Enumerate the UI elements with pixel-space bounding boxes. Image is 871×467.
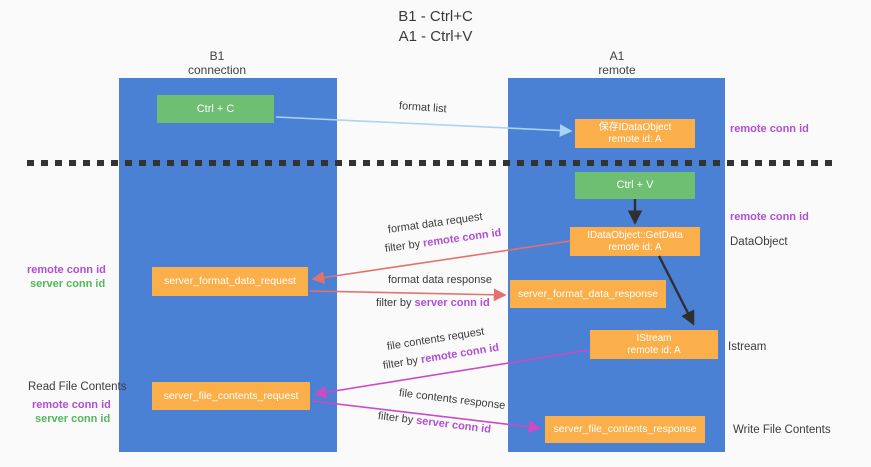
save-idataobject-line2: remote id: A	[608, 133, 662, 145]
getdata-line2: remote id: A	[608, 241, 662, 253]
title-line-2: A1 - Ctrl+V	[398, 28, 473, 45]
server-file-contents-response-box: server_file_contents_response	[545, 416, 705, 443]
left-remote-conn-id-label-1: remote conn id	[27, 264, 106, 276]
format-list-label: format list	[398, 100, 447, 116]
title-line-1: B1 - Ctrl+C	[398, 8, 473, 25]
server-conn-id-highlight: server conn id	[414, 297, 490, 309]
dataobject-label: DataObject	[730, 236, 788, 248]
filter-prefix: filter by	[376, 297, 415, 309]
idataobject-getdata-box: IDataObject::GetData remote id: A	[570, 227, 700, 256]
server-file-contents-request-label: server_file_contents_request	[163, 389, 299, 402]
getdata-line1: IDataObject::GetData	[587, 229, 683, 241]
istream-side-label: Istream	[728, 341, 767, 353]
left-remote-conn-id-label-2: remote conn id	[32, 399, 111, 411]
right-column-header: A1 remote	[547, 49, 687, 77]
filter-by-server-conn-id-label-1: filter by server conn id	[376, 297, 490, 309]
istream-box: IStream remote id: A	[590, 330, 718, 359]
format-data-response-arrow	[309, 288, 507, 302]
ctrl-c-box: Ctrl + C	[157, 95, 274, 123]
filter-prefix: filter by	[384, 237, 424, 255]
left-column-role: connection	[187, 63, 247, 77]
save-idataobject-box: 保存IDataObject remote id: A	[575, 119, 695, 148]
filter-by-server-conn-id-label-2: filter by server conn id	[377, 410, 491, 436]
server-format-data-response-label: server_format_data_response	[517, 287, 659, 300]
server-format-data-request-label: server_format_data_request	[164, 275, 296, 287]
server-conn-id-highlight: server conn id	[415, 414, 492, 436]
write-file-contents-label: Write File Contents	[733, 424, 831, 436]
server-file-contents-response-label: server_file_contents_response	[553, 423, 697, 435]
ctrl-c-label: Ctrl + C	[196, 102, 235, 115]
diagram-title: B1 - Ctrl+C A1 - Ctrl+V	[0, 7, 871, 47]
right-column-name: A1	[609, 49, 625, 63]
server-format-data-request-box: server_format_data_request	[152, 267, 308, 296]
file-contents-response-label: file contents response	[398, 387, 506, 412]
left-column-name: B1	[209, 49, 225, 63]
ctrl-v-box: Ctrl + V	[575, 172, 695, 199]
remote-conn-id-highlight: remote conn id	[422, 226, 503, 250]
format-data-response-label: format data response	[388, 274, 492, 286]
remote-conn-id-label-top: remote conn id	[730, 123, 809, 135]
server-file-contents-request-box: server_file_contents_request	[152, 382, 310, 410]
ctrl-v-label: Ctrl + V	[616, 179, 654, 191]
filter-prefix: filter by	[382, 354, 422, 372]
read-file-contents-label: Read File Contents	[28, 381, 127, 393]
filter-prefix: filter by	[377, 410, 417, 427]
left-server-conn-id-label-2: server conn id	[35, 413, 111, 425]
istream-line2: remote id: A	[627, 344, 681, 356]
save-idataobject-line1: 保存IDataObject	[598, 121, 672, 133]
remote-conn-id-label-mid: remote conn id	[730, 211, 809, 223]
left-server-conn-id-label-1: server conn id	[30, 278, 106, 290]
istream-line1: IStream	[636, 332, 672, 344]
left-column-header: B1 connection	[147, 49, 287, 77]
server-format-data-response-box: server_format_data_response	[510, 280, 666, 308]
right-column-role: remote	[598, 63, 636, 77]
